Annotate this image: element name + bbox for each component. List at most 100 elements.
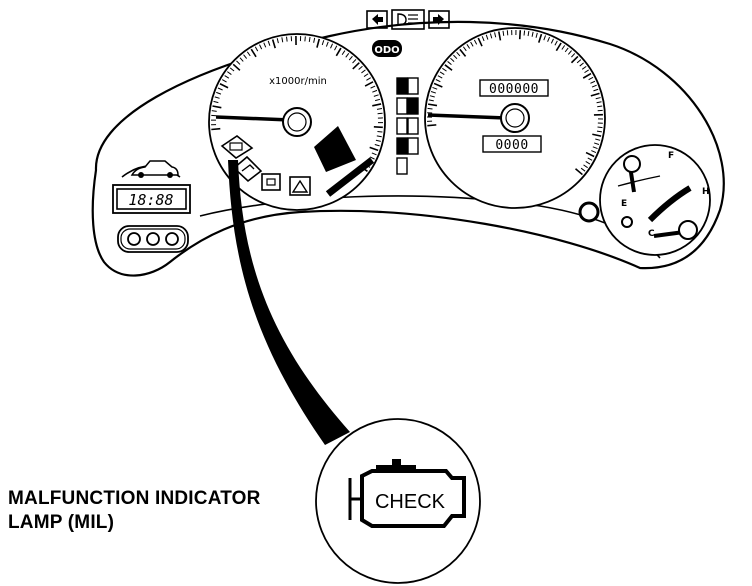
odo-indicator: ODO [372,40,402,57]
tick-mark [583,164,588,169]
check-engine-lamp-icon: CHECK [348,459,466,528]
tick-mark [227,71,232,75]
tick-mark [531,31,534,37]
tick-mark [585,151,595,158]
tick-mark [497,31,502,41]
tick-mark [236,60,241,65]
tick-mark [286,36,288,42]
tick-mark [527,31,530,37]
tick-mark [232,63,241,71]
warning-lamp-cell [407,117,419,135]
tick-mark [547,36,551,42]
tick-mark [576,59,582,64]
tick-mark [373,125,383,129]
tick-mark [595,97,601,100]
clock-button-minute [146,232,160,246]
tachometer-needle [215,115,291,122]
tick-mark [364,81,374,87]
fuel-full-mark: F [668,151,674,161]
tick-mark [267,40,271,46]
temp-hot-mark: H [702,187,710,197]
tick-mark [213,100,219,104]
tick-mark [375,139,381,142]
tick-mark [554,40,558,46]
tachometer-tick-marks [211,35,384,172]
tick-mark [585,161,591,165]
tick-mark [377,112,383,115]
tick-mark [561,45,566,50]
headlight-high-beam-icon [391,9,425,30]
car-silhouette-icon [130,160,179,178]
tick-mark [375,98,381,102]
tick-mark [376,135,382,138]
tick-mark [239,57,244,62]
trip-readout: 0000 [495,138,528,153]
warning-lamp-cell [396,157,408,175]
tick-mark [502,30,505,36]
warning-lamp-cell [396,77,408,95]
tick-mark [432,86,438,90]
check-engine-small-icon [220,135,254,159]
tick-mark [587,157,593,161]
tick-mark [435,79,441,83]
tick-mark [494,32,497,38]
center-warning-stack [396,77,419,175]
tick-mark [263,42,267,48]
tick-mark [221,79,227,83]
tick-mark [597,105,603,108]
tick-mark [361,69,366,74]
clock-button-hour [127,232,141,246]
tick-mark [427,107,433,110]
tick-mark [466,44,471,49]
trip-window [482,135,542,153]
tick-mark [584,69,589,74]
tick-mark [430,91,436,94]
tick-mark [593,88,599,92]
cluster-housing [91,20,725,277]
mil-callout-line-1: MALFUNCTION INDICATOR [8,488,261,509]
tick-mark [366,77,371,81]
odometer-window [479,79,549,97]
tick-mark [442,67,447,72]
tick-mark [489,33,493,39]
hazard-warning-icon [289,176,311,196]
tick-mark [371,152,377,156]
tick-mark [330,43,334,49]
tick-mark [211,127,221,131]
tick-mark [254,46,259,52]
turn-signal-right-icon [428,10,450,29]
left-pod: 18:88 [112,160,191,253]
tick-mark [271,39,276,49]
mil-callout-line-2: LAMP (MIL) [8,512,115,533]
tick-mark [592,146,598,150]
clock-button-reset [165,232,179,246]
tick-mark [377,130,383,133]
tick-mark [481,36,485,42]
tick-mark [450,57,455,62]
tick-mark [555,42,562,52]
mil-callout: MALFUNCTION INDICATOR LAMP (MIL) [8,487,308,535]
tick-mark [373,94,379,97]
tick-mark [459,48,467,57]
tick-mark [433,82,443,88]
tick-mark [597,126,603,129]
odometer-readout: 000000 [489,82,539,97]
tick-mark [216,91,222,95]
tick-mark [580,167,586,172]
oil-pressure-icon [232,155,263,183]
tachometer-lower-arc [325,157,375,197]
mil-magnified-inset: CHECK [315,418,481,584]
tick-mark [374,144,380,147]
tick-mark [579,62,584,67]
tick-mark [372,89,378,93]
temp-cold-mark: C [648,229,655,239]
tick-mark [217,87,223,91]
tick-mark [369,146,379,152]
mil-leader-line [228,160,350,445]
tick-mark [325,41,329,47]
warning-lamp-cell [396,97,408,115]
fuel-empty-mark: E [621,199,627,209]
tick-mark [437,75,443,79]
warning-lamp-cell [407,137,419,155]
